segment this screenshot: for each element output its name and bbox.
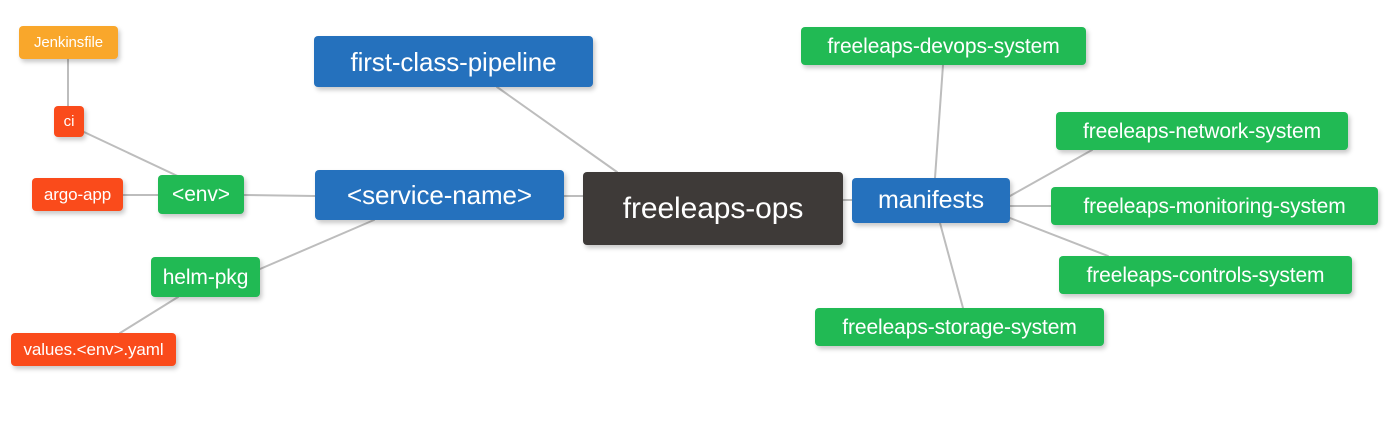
node-freeleaps-storage-system[interactable]: freeleaps-storage-system	[815, 308, 1104, 346]
node-label-values-env-yaml: values.<env>.yaml	[23, 340, 164, 359]
node-env[interactable]: <env>	[158, 175, 244, 214]
node-jenkinsfile[interactable]: Jenkinsfile	[19, 26, 118, 59]
node-label-env: <env>	[172, 183, 230, 206]
node-label-freeleaps-ops: freeleaps-ops	[622, 191, 804, 225]
node-label-service-name: <service-name>	[346, 180, 533, 210]
node-first-class-pipeline[interactable]: first-class-pipeline	[314, 36, 593, 87]
node-label-freeleaps-network-system: freeleaps-network-system	[1082, 119, 1321, 143]
edge-env-to-ci	[83, 131, 187, 181]
edge-helm-pkg-to-values-env-yaml	[119, 296, 179, 334]
node-freeleaps-controls-system[interactable]: freeleaps-controls-system	[1059, 256, 1352, 294]
node-label-first-class-pipeline: first-class-pipeline	[350, 46, 557, 77]
node-label-jenkinsfile: Jenkinsfile	[34, 34, 103, 51]
node-freeleaps-network-system[interactable]: freeleaps-network-system	[1056, 112, 1348, 150]
node-helm-pkg[interactable]: helm-pkg	[151, 257, 260, 297]
node-service-name[interactable]: <service-name>	[315, 170, 564, 220]
node-label-manifests: manifests	[877, 186, 985, 214]
node-label-freeleaps-controls-system: freeleaps-controls-system	[1086, 263, 1325, 287]
node-label-freeleaps-monitoring-system: freeleaps-monitoring-system	[1083, 194, 1346, 218]
node-freeleaps-monitoring-system[interactable]: freeleaps-monitoring-system	[1051, 187, 1378, 225]
edge-freeleaps-ops-to-first-class-pipeline	[496, 86, 618, 173]
node-ci[interactable]: ci	[54, 106, 84, 137]
node-manifests[interactable]: manifests	[852, 178, 1010, 223]
edge-manifests-to-freeleaps-devops-system	[934, 64, 944, 179]
node-label-argo-app: argo-app	[43, 185, 112, 204]
node-argo-app[interactable]: argo-app	[32, 178, 123, 211]
edge-service-name-to-env	[243, 194, 316, 197]
node-freeleaps-devops-system[interactable]: freeleaps-devops-system	[801, 27, 1086, 65]
edge-service-name-to-helm-pkg	[259, 219, 375, 270]
node-label-helm-pkg: helm-pkg	[162, 265, 249, 289]
node-freeleaps-ops[interactable]: freeleaps-ops	[583, 172, 843, 245]
edge-manifests-to-freeleaps-storage-system	[939, 222, 964, 309]
node-label-freeleaps-devops-system: freeleaps-devops-system	[827, 34, 1060, 58]
node-values-env-yaml[interactable]: values.<env>.yaml	[11, 333, 176, 366]
node-label-ci: ci	[63, 113, 75, 130]
node-label-freeleaps-storage-system: freeleaps-storage-system	[842, 315, 1077, 339]
